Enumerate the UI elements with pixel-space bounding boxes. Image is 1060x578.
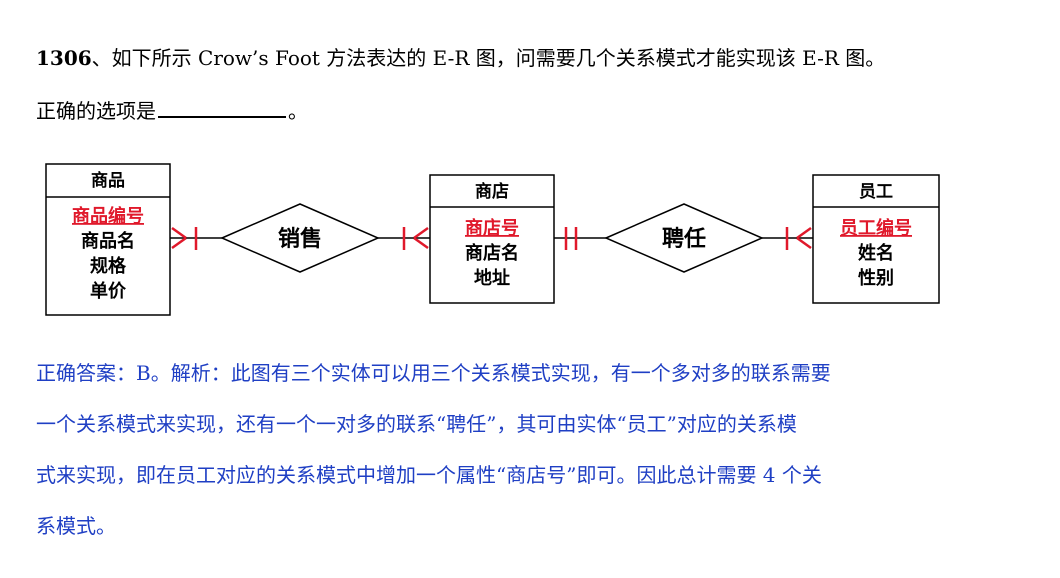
crows-foot-one-icon xyxy=(564,227,578,250)
crows-foot-many-icon xyxy=(402,226,429,250)
entity-goods-attr: 规格 xyxy=(90,255,127,277)
entity-store-name: 商店 xyxy=(475,181,509,202)
answer-line: 系模式。 xyxy=(36,514,116,538)
entity-employee-name: 员工 xyxy=(859,182,893,202)
entity-store-attr: 地址 xyxy=(474,267,510,289)
entity-store-box xyxy=(429,174,555,304)
relationship-sales: 销售 xyxy=(170,203,430,273)
entity-store-attr: 商店名 xyxy=(465,242,519,264)
entity-store-key: 商店号 xyxy=(465,217,519,239)
question-number: 1306 xyxy=(36,46,92,70)
entity-goods-key: 商品编号 xyxy=(72,205,144,227)
answer-explanation: 正确答案：B。解析：此图有三个实体可以用三个关系模式实现，有一个多对多的联系需要… xyxy=(36,348,966,552)
crows-foot-many-icon xyxy=(171,226,198,250)
question-text: 、如下所示 Crow’s Foot 方法表达的 E-R 图，问需要几个关系模式才… xyxy=(91,46,886,70)
relationship-hire-name: 聘任 xyxy=(662,226,706,252)
question-end: 。 xyxy=(288,99,308,123)
entity-goods: 商品 商品编号 商品名 规格 单价 xyxy=(45,163,171,316)
answer-blank xyxy=(158,96,286,118)
entity-employee-box xyxy=(812,174,940,304)
entity-store: 商店 商店号 商店名 地址 xyxy=(429,174,555,304)
entity-goods-box xyxy=(45,163,171,316)
question-line-2: 正确的选项是 。 xyxy=(36,96,308,125)
answer-line: 式来实现，即在员工对应的关系模式中增加一个属性“商店号”即可。因此总计需要 4 … xyxy=(36,463,822,487)
entity-employee-attr: 姓名 xyxy=(858,242,894,264)
relationship-sales-diamond xyxy=(220,203,380,273)
answer-line: 正确答案：B。解析：此图有三个实体可以用三个关系模式实现，有一个多对多的联系需要 xyxy=(36,361,831,385)
entity-goods-attr: 商品名 xyxy=(81,230,135,252)
entity-employee: 员工 员工编号 姓名 性别 xyxy=(812,174,940,304)
question-prompt: 正确的选项是 xyxy=(36,99,156,123)
entity-employee-key: 员工编号 xyxy=(840,217,912,239)
relationship-sales-name: 销售 xyxy=(278,226,322,252)
relationship-hire-diamond xyxy=(604,203,764,273)
entity-employee-attr: 性别 xyxy=(858,267,894,289)
question-line-1: 1306、如下所示 Crow’s Foot 方法表达的 E-R 图，问需要几个关… xyxy=(36,44,885,72)
er-diagram: 商品 商品编号 商品名 规格 单价 商店 商店号 商店名 地址 员工 员工编号 … xyxy=(45,163,940,316)
entity-goods-name: 商品 xyxy=(91,170,125,191)
crows-foot-many-icon xyxy=(785,226,812,250)
relationship-hire: 聘任 xyxy=(554,203,813,273)
entity-goods-attr: 单价 xyxy=(90,280,127,302)
answer-line: 一个关系模式来实现，还有一个一对多的联系“聘任”，其可由实体“员工”对应的关系模 xyxy=(36,412,797,436)
